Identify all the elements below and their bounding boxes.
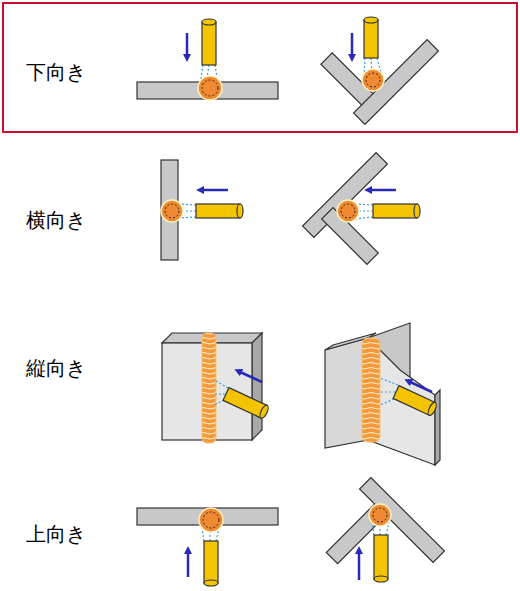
position-label: 下向き [26,60,86,84]
position-label: 上向き [26,522,86,546]
highlight-box: 下向き [2,2,518,133]
position-label: 縦向き [26,356,86,380]
position-label: 横向き [26,208,86,232]
